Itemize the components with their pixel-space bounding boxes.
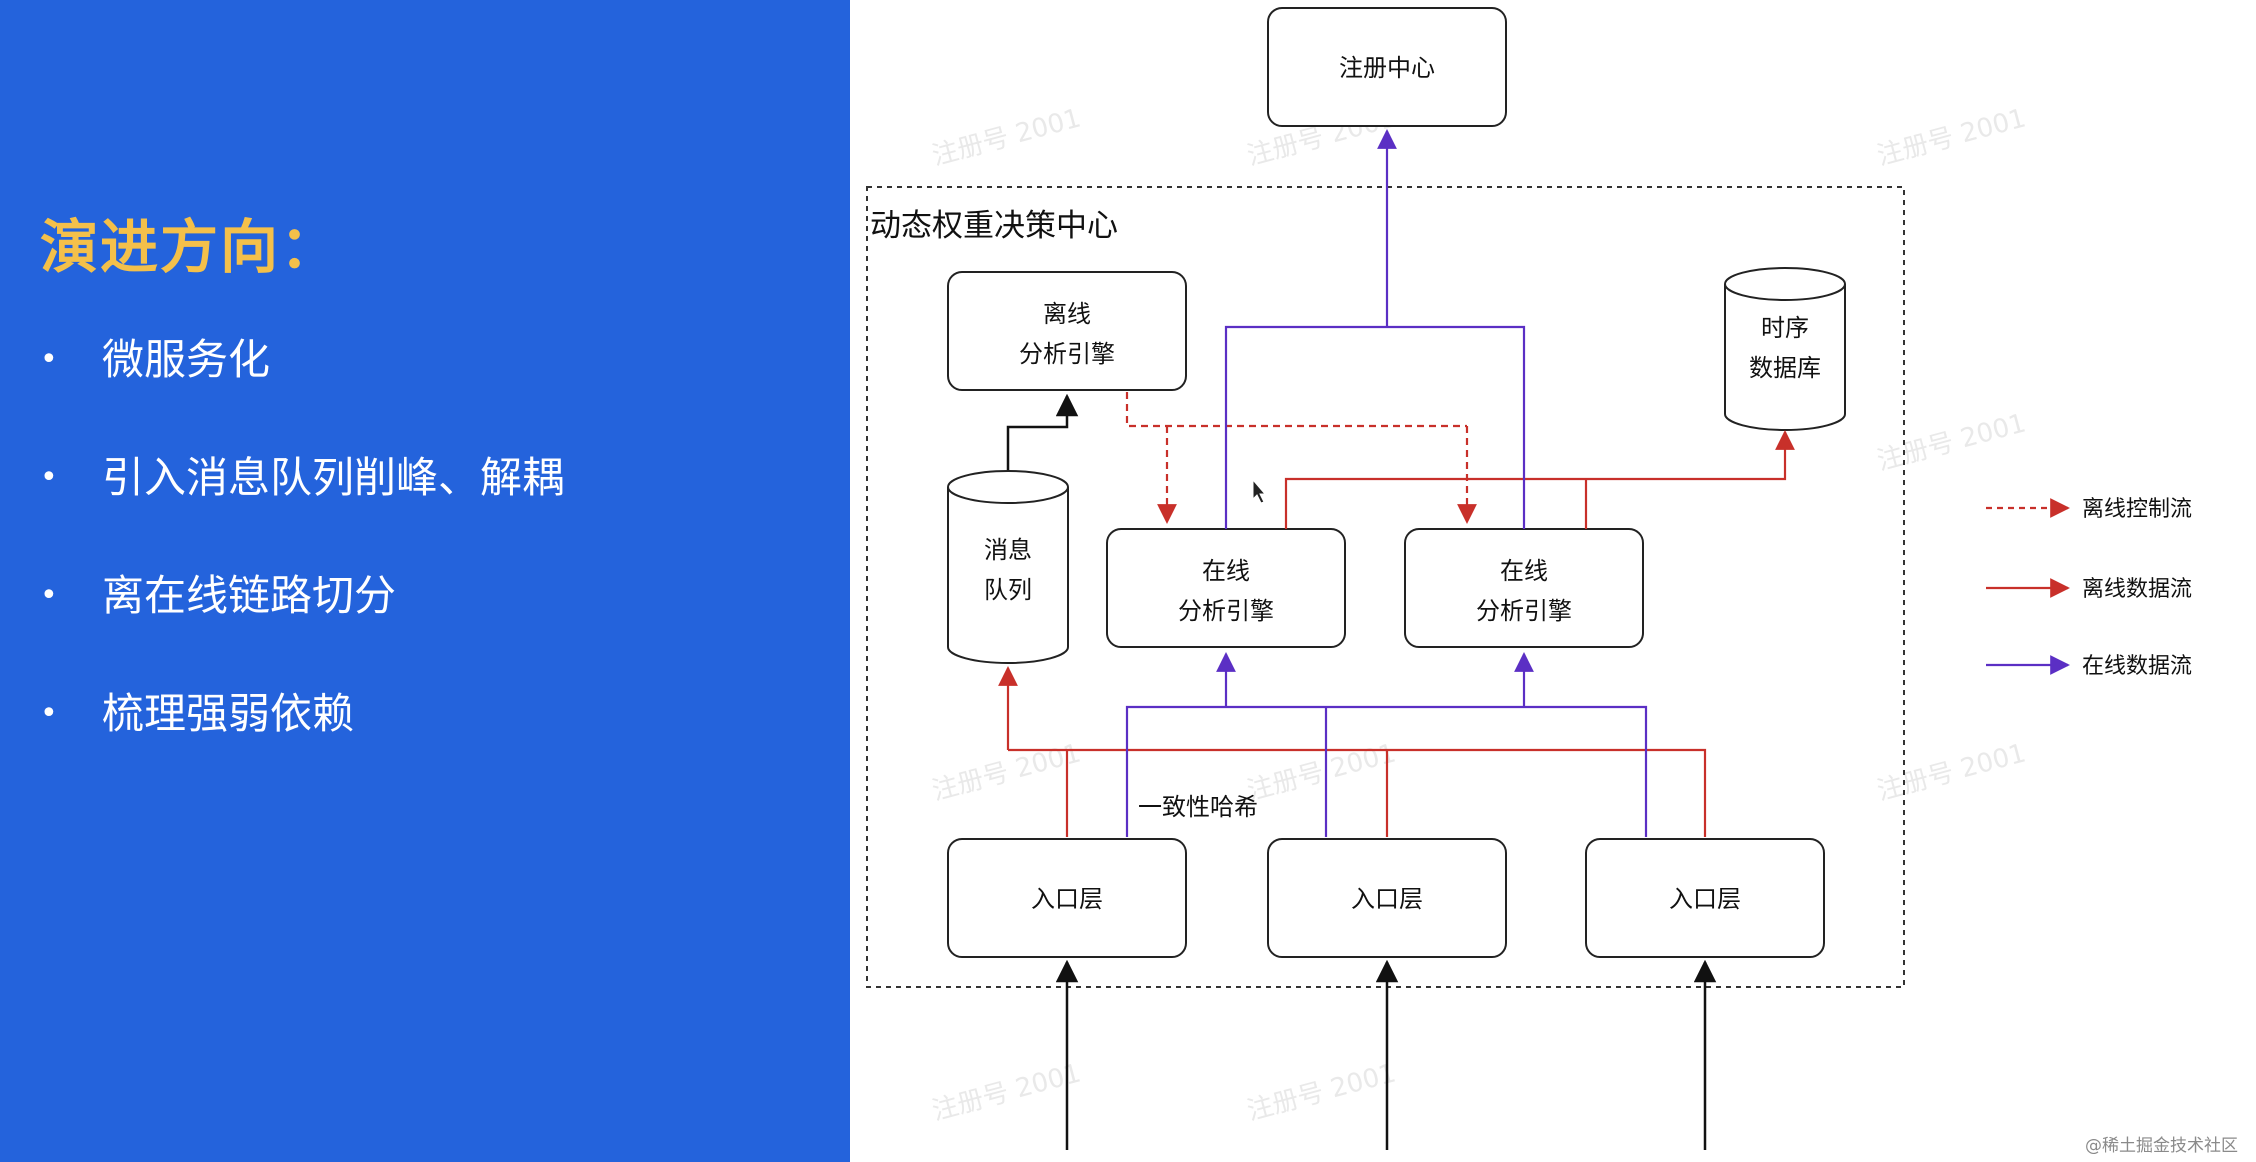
- bullet-item: • 微服务化: [40, 320, 564, 438]
- message-queue-node[interactable]: 消息 队列: [947, 470, 1069, 664]
- svg-text:数据库: 数据库: [1749, 354, 1821, 382]
- svg-text:离线数据流: 离线数据流: [2082, 577, 2192, 602]
- svg-text:入口层: 入口层: [1031, 885, 1103, 913]
- svg-text:注册号 2001: 注册号 2001: [1874, 103, 2029, 171]
- svg-text:时序: 时序: [1761, 314, 1809, 342]
- bullet-item: • 梳理强弱依赖: [40, 674, 564, 792]
- svg-text:离线: 离线: [1043, 300, 1091, 328]
- bullet-text: 梳理强弱依赖: [102, 689, 355, 738]
- svg-text:分析引擎: 分析引擎: [1476, 597, 1572, 625]
- svg-text:注册号 2001: 注册号 2001: [1874, 408, 2029, 476]
- offline-analysis-engine-node[interactable]: 离线 分析引擎: [947, 271, 1187, 391]
- legend-item-offline-data: 离线数据流: [1986, 577, 2192, 602]
- registry-node[interactable]: 注册中心: [1267, 7, 1507, 127]
- svg-text:注册号 2001: 注册号 2001: [1244, 738, 1399, 806]
- svg-text:在线数据流: 在线数据流: [2082, 654, 2192, 679]
- footer-watermark: @稀土掘金技术社区: [2085, 1136, 2238, 1156]
- legend-item-online-data: 在线数据流: [1986, 654, 2192, 679]
- legend: 离线控制流 离线数据流 在线数据流: [1986, 497, 2192, 679]
- svg-text:注册号 2001: 注册号 2001: [929, 738, 1084, 806]
- svg-text:注册中心: 注册中心: [1339, 54, 1435, 82]
- online-analysis-engine-node[interactable]: 在线 分析引擎: [1106, 528, 1346, 648]
- svg-text:分析引擎: 分析引擎: [1019, 340, 1115, 368]
- entry-layer-node[interactable]: 入口层: [1585, 838, 1825, 958]
- decision-center-label: 动态权重决策中心: [870, 208, 1118, 244]
- consistent-hash-label: 一致性哈希: [1138, 793, 1258, 821]
- entry-layer-node[interactable]: 入口层: [947, 838, 1187, 958]
- panel-title: 演进方向：: [40, 213, 341, 281]
- svg-text:队列: 队列: [984, 576, 1032, 604]
- bullet-dot-icon: •: [40, 342, 58, 377]
- mq-to-offline-arrow: [1006, 393, 1079, 470]
- bullet-text: 微服务化: [102, 335, 271, 384]
- bullet-text: 离在线链路切分: [102, 571, 397, 620]
- offline-data-flow-edges: [998, 430, 1795, 837]
- bullet-list: • 微服务化 • 引入消息队列削峰、解耦 • 离在线链路切分 • 梳理强弱依赖: [40, 320, 564, 792]
- bullet-item: • 引入消息队列削峰、解耦: [40, 438, 564, 556]
- diagram-area: 注册号 2001 注册号 2001 注册号 2001 注册号 2001 注册号 …: [850, 0, 2256, 1162]
- svg-text:在线: 在线: [1500, 557, 1548, 585]
- svg-text:消息: 消息: [984, 536, 1032, 564]
- left-panel: 演进方向： • 微服务化 • 引入消息队列削峰、解耦 • 离在线链路切分 • 梳理强弱依…: [0, 0, 850, 1162]
- online-data-flow-edges: [1125, 129, 1648, 837]
- svg-text:注册号 2001: 注册号 2001: [929, 1058, 1084, 1126]
- svg-text:注册号 2001: 注册号 2001: [1244, 1058, 1399, 1126]
- entry-layer-node[interactable]: 入口层: [1267, 838, 1507, 958]
- bullet-dot-icon: •: [40, 460, 58, 495]
- svg-text:注册号 2001: 注册号 2001: [1874, 738, 2029, 806]
- tsdb-node[interactable]: 时序 数据库: [1724, 267, 1846, 431]
- incoming-request-arrows: [1055, 959, 1717, 1150]
- svg-text:离线控制流: 离线控制流: [2082, 497, 2192, 522]
- offline-control-flow-edges: [1125, 392, 1477, 524]
- architecture-diagram: 注册号 2001 注册号 2001 注册号 2001 注册号 2001 注册号 …: [866, 7, 2192, 1150]
- bullet-dot-icon: •: [40, 578, 58, 613]
- svg-text:在线: 在线: [1202, 557, 1250, 585]
- mouse-cursor-icon: [1252, 478, 1267, 504]
- legend-item-offline-control: 离线控制流: [1986, 497, 2192, 522]
- svg-text:注册号 2001: 注册号 2001: [929, 103, 1084, 171]
- online-analysis-engine-node[interactable]: 在线 分析引擎: [1404, 528, 1644, 648]
- decision-center-group: [866, 186, 1905, 988]
- bullet-item: • 离在线链路切分: [40, 556, 564, 674]
- bullet-dot-icon: •: [40, 696, 58, 731]
- svg-text:入口层: 入口层: [1351, 885, 1423, 913]
- svg-text:分析引擎: 分析引擎: [1178, 597, 1274, 625]
- bullet-text: 引入消息队列削峰、解耦: [102, 453, 565, 502]
- svg-text:入口层: 入口层: [1669, 885, 1741, 913]
